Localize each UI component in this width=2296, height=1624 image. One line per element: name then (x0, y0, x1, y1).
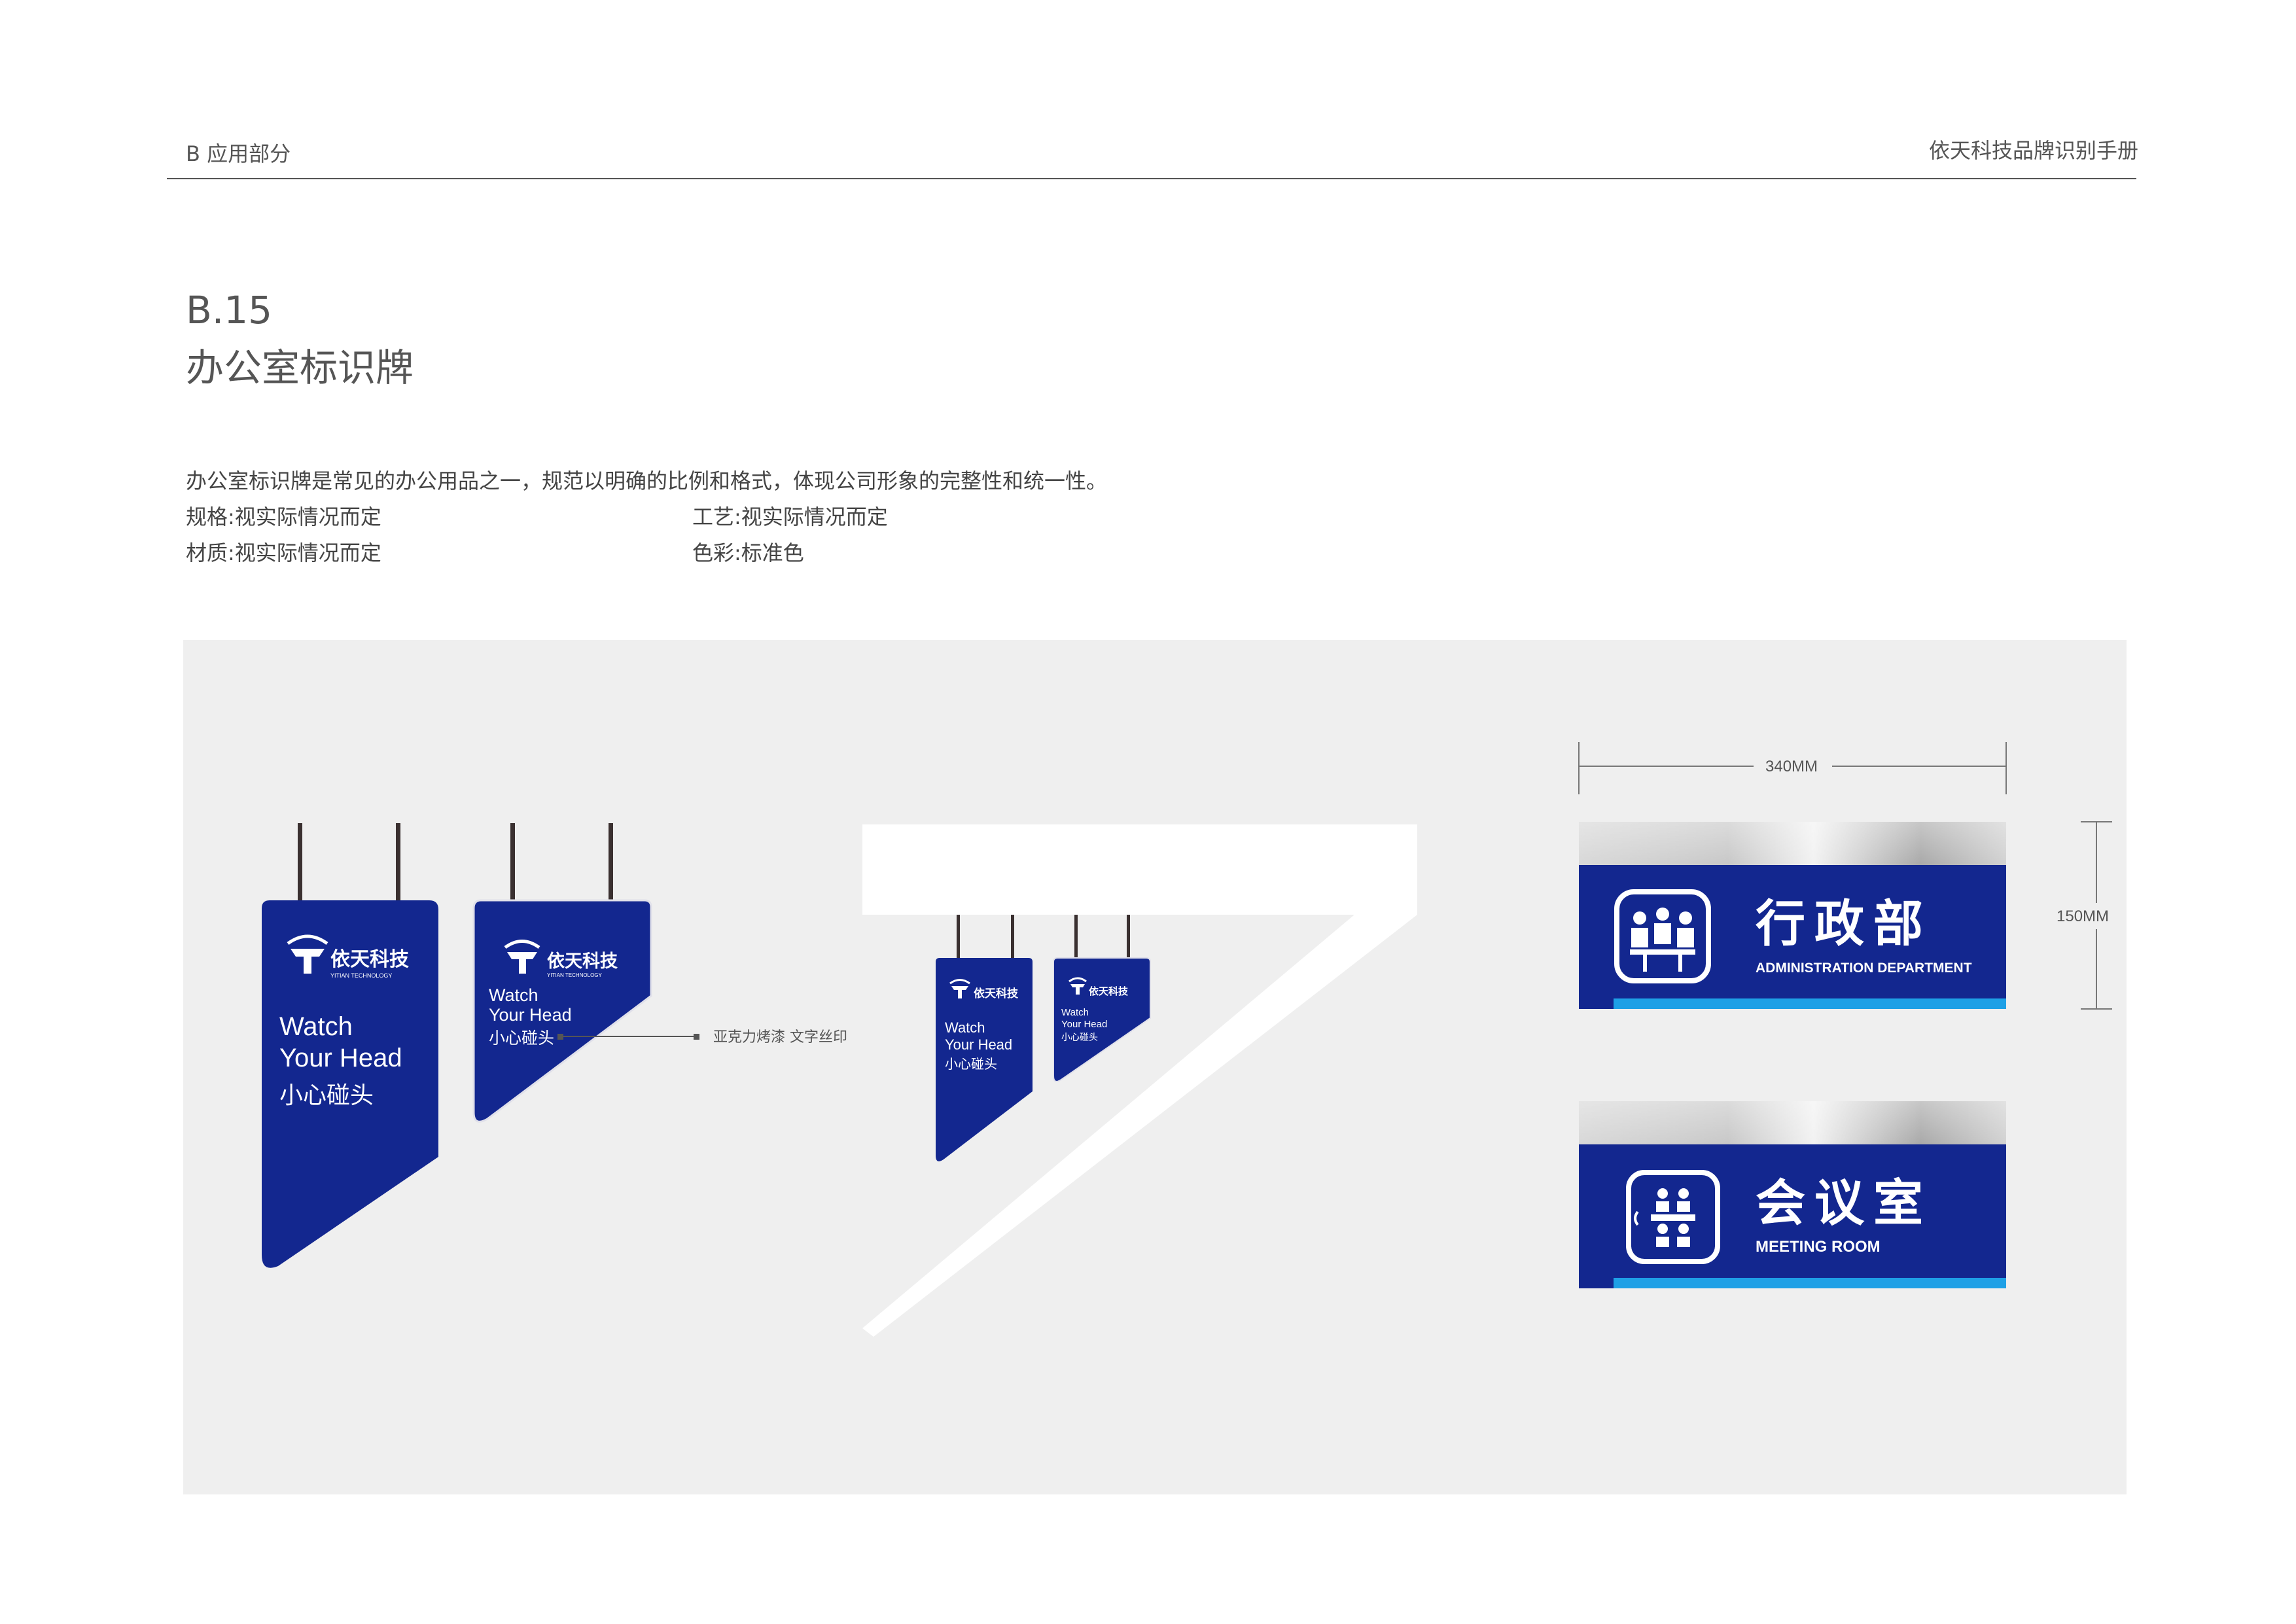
sign-line-your-head: Your Head (1061, 1019, 1107, 1030)
width-label: 340MM (1765, 758, 1818, 775)
width-dimension: 340MM (1578, 742, 2007, 794)
door-sign-meeting: 会议室 MEETING ROOM (1579, 1101, 2006, 1288)
height-label: 150MM (2057, 908, 2109, 925)
section-title: 办公室标识牌 (186, 345, 414, 390)
sign-line-watch: Watch (945, 1019, 985, 1036)
callout-text: 亚克力烤漆 文字丝印 (713, 1029, 847, 1046)
spec-size: 规格:视实际情况而定 (186, 504, 381, 529)
section-number: B.15 (186, 288, 273, 332)
logo-text-cn: 依天科技 (1089, 985, 1129, 997)
description: 办公室标识牌是常见的办公用品之一，规范以明确的比例和格式，体现公司形象的完整性和… (186, 468, 1108, 493)
spec-craft: 工艺:视实际情况而定 (692, 504, 888, 529)
sign-line-cn: 小心碰头 (279, 1082, 374, 1109)
door-subtitle-admin: ADMINISTRATION DEPARTMENT (1756, 961, 1972, 976)
sign-line-your-head: Your Head (945, 1036, 1012, 1053)
hanging-sign-large: 依天科技 YITIAN TECHNOLOGY Watch Your Head 小… (262, 823, 438, 1268)
material-callout: 亚克力烤漆 文字丝印 (557, 1029, 847, 1046)
yitian-logo-icon (1069, 977, 1087, 995)
yitian-logo-icon (287, 934, 328, 974)
logo-text-en: YITIAN TECHNOLOGY (330, 972, 392, 979)
yitian-logo-icon (949, 979, 970, 998)
hanging-sign-small-2: 依天科技 Watch Your Head 小心碰头 (1053, 915, 1151, 1082)
section-label: B 应用部分 (186, 141, 291, 166)
sign-line-watch: Watch (489, 985, 539, 1005)
manual-title: 依天科技品牌识别手册 (1928, 138, 2138, 163)
sign-line-your-head: Your Head (279, 1044, 402, 1072)
door-title-admin: 行政部 (1756, 894, 1932, 953)
conference-table-icon (1626, 1170, 1720, 1264)
sign-line-cn: 小心碰头 (489, 1029, 554, 1048)
sign-line-cn: 小心碰头 (945, 1056, 997, 1072)
door-subtitle-meeting: MEETING ROOM (1756, 1238, 1881, 1256)
hanging-sign-medium: 依天科技 YITIAN TECHNOLOGY Watch Your Head 小… (472, 823, 652, 1123)
ceiling-bracket (862, 824, 1417, 1337)
logo-text-en: YITIAN TECHNOLOGY (547, 972, 603, 978)
logo-text-cn: 依天科技 (547, 951, 618, 972)
sign-line-cn: 小心碰头 (1061, 1033, 1098, 1043)
logo-text-cn: 依天科技 (974, 987, 1019, 1000)
sign-line-watch: Watch (1061, 1007, 1089, 1018)
spec-color: 色彩:标准色 (692, 540, 804, 565)
header-divider (167, 178, 2136, 179)
height-dimension: 150MM (2057, 821, 2112, 1010)
sign-line-watch: Watch (279, 1012, 353, 1041)
logo-text-cn: 依天科技 (330, 948, 409, 971)
hanging-sign-small-1: 依天科技 Watch Your Head 小心碰头 (936, 915, 1033, 1161)
door-title-meeting: 会议室 (1756, 1174, 1932, 1232)
meeting-people-icon (1614, 889, 1711, 983)
yitian-logo-icon (504, 940, 540, 974)
sign-line-your-head: Your Head (489, 1005, 572, 1025)
door-sign-admin: 行政部 ADMINISTRATION DEPARTMENT (1579, 822, 2006, 1009)
spec-material: 材质:视实际情况而定 (186, 540, 381, 565)
